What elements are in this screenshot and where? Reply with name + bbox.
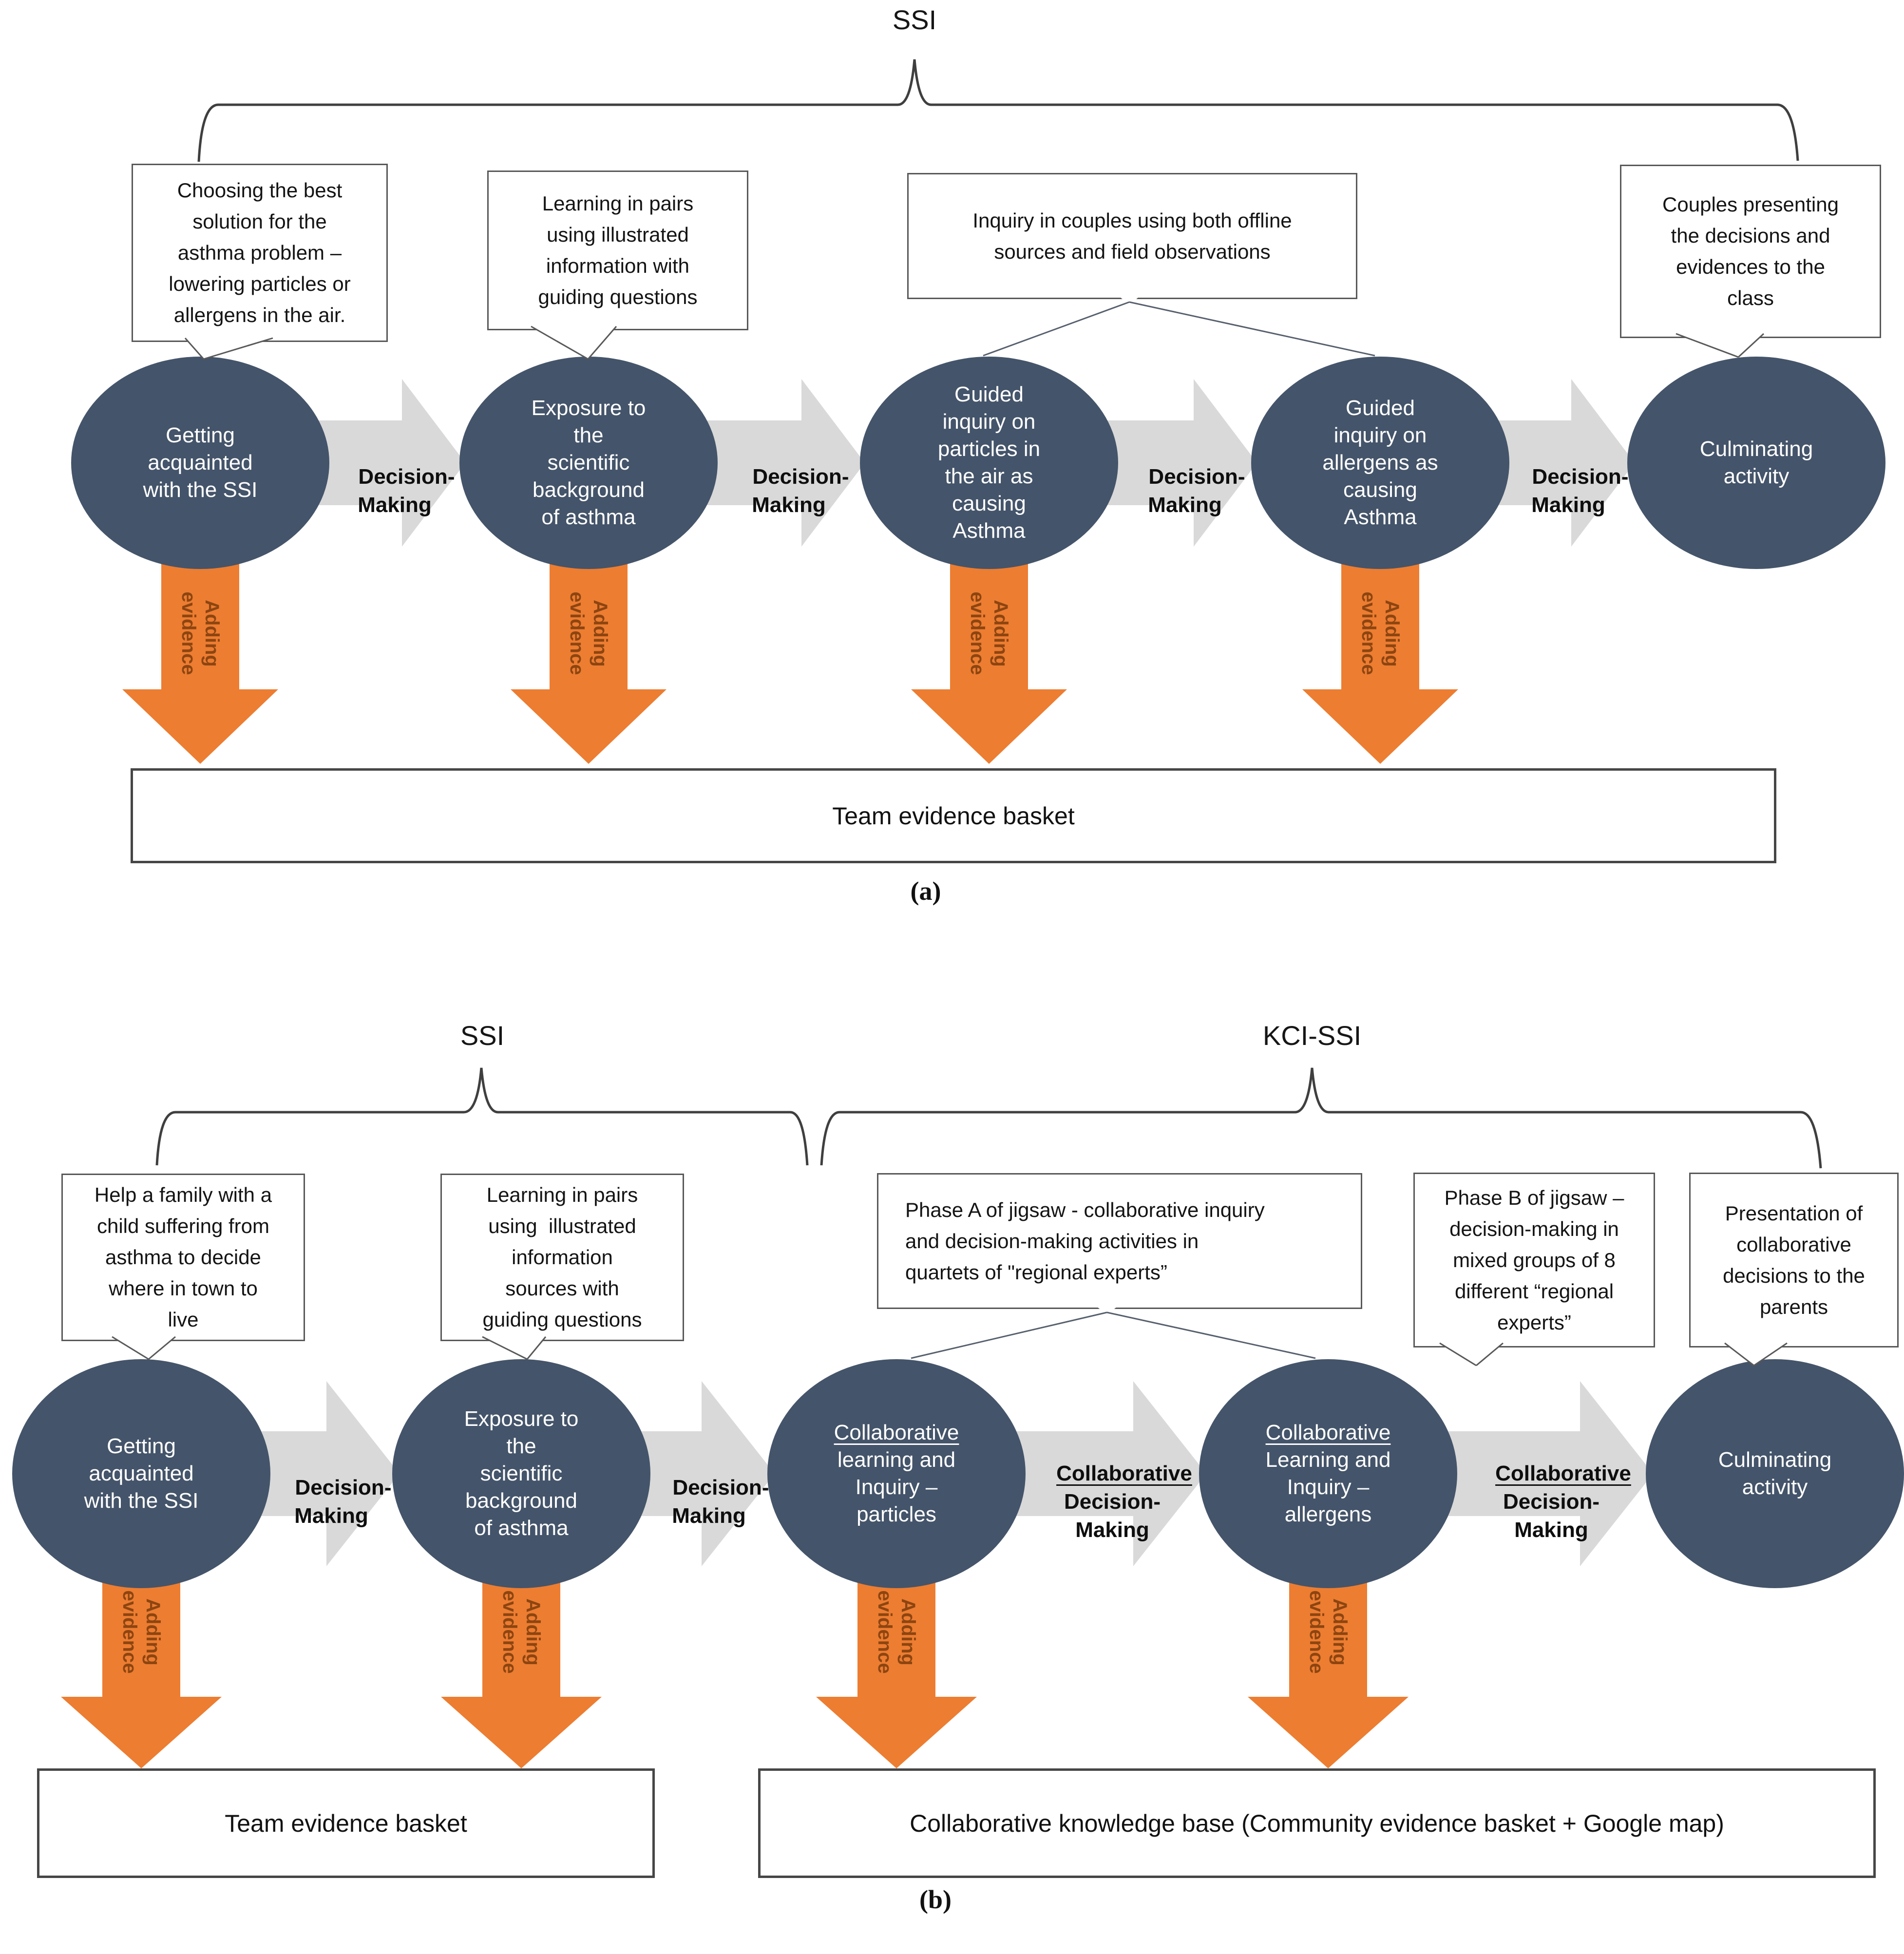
decision-label-b4-text: Decision- Making	[1503, 1490, 1600, 1542]
callout-a2: Learning in pairs using illustrated info…	[487, 171, 748, 330]
callout-b1: Help a family with a child suffering fro…	[61, 1174, 305, 1341]
circle-a3-guided-inquiry-particles: Guided inquiry on particles in the air a…	[860, 357, 1118, 569]
caption-b: (b)	[919, 1885, 952, 1914]
callout-b2-text: Learning in pairs using illustrated info…	[482, 1183, 642, 1331]
circle-b5-culminating: Culminating activity	[1646, 1359, 1904, 1588]
decision-label-b3-underline: Collaborative	[1056, 1461, 1192, 1485]
team-evidence-basket-b: Team evidence basket	[37, 1768, 655, 1878]
decision-label-a2: Decision- Making	[716, 435, 862, 519]
circle-a4-guided-inquiry-allergens: Guided inquiry on allergens as causing A…	[1251, 357, 1509, 569]
callout-a4-text: Couples presenting the decisions and evi…	[1662, 193, 1839, 309]
callout-a1-text: Choosing the best solution for the asthm…	[169, 179, 351, 326]
adding-evidence-label-a1: Adding evidence	[178, 591, 223, 675]
decision-label-b4: Collaborative Decision- Making	[1459, 1431, 1644, 1544]
circle-b4-text: Learning and Inquiry – allergens	[1265, 1448, 1391, 1526]
callout-a1: Choosing the best solution for the asthm…	[132, 164, 388, 342]
decision-label-a3: Decision- Making	[1112, 435, 1258, 519]
circle-b5-text: Culminating activity	[1718, 1448, 1832, 1499]
circle-a2-text: Exposure to the scientific background of…	[531, 396, 646, 529]
decision-label-b4-underline: Collaborative	[1495, 1461, 1631, 1485]
decision-label-a4-text: Decision- Making	[1531, 465, 1629, 517]
callout-a3-text: Inquiry in couples using both offline so…	[972, 209, 1292, 263]
circle-a2-exposure: Exposure to the scientific background of…	[459, 357, 718, 569]
adding-evidence-label-b1: Adding evidence	[119, 1590, 164, 1674]
callout-a3: Inquiry in couples using both offline so…	[907, 173, 1357, 299]
circle-b1-text: Getting acquainted with the SSI	[84, 1434, 199, 1513]
adding-evidence-label-b2: Adding evidence	[499, 1590, 544, 1674]
callout-fork-a3	[983, 294, 1375, 357]
decision-label-a1: Decision- Making	[322, 435, 468, 519]
circle-a1-getting-acquainted: Getting acquainted with the SSI	[71, 357, 329, 569]
callout-b4-phase-b: Phase B of jigsaw – decision-making in m…	[1413, 1173, 1655, 1347]
adding-evidence-label-a2: Adding evidence	[566, 591, 611, 675]
decision-label-a2-text: Decision- Making	[752, 465, 849, 517]
decision-label-b3-text: Decision- Making	[1064, 1490, 1161, 1542]
caption-a: (a)	[910, 876, 941, 906]
circle-b1-getting-acquainted: Getting acquainted with the SSI	[12, 1359, 270, 1588]
adding-evidence-label-b3: Adding evidence	[874, 1590, 919, 1674]
circle-b3-underline: Collaborative	[834, 1421, 959, 1444]
collaborative-knowledge-base-b: Collaborative knowledge base (Community …	[758, 1768, 1876, 1878]
decision-label-b2: Decision- Making	[636, 1445, 782, 1530]
adding-evidence-label-a4: Adding evidence	[1358, 591, 1403, 675]
circle-a5-text: Culminating activity	[1699, 437, 1813, 488]
callout-b2: Learning in pairs using illustrated info…	[440, 1174, 684, 1341]
callout-b3-phase-a: Phase A of jigsaw - collaborative inquir…	[877, 1173, 1362, 1309]
circle-b2-text: Exposure to the scientific background of…	[464, 1407, 579, 1540]
callout-b3-text: Phase A of jigsaw - collaborative inquir…	[905, 1198, 1265, 1284]
circle-b3-collaborative-particles: Collaborative learning and Inquiry – par…	[767, 1359, 1026, 1588]
decision-label-b2-text: Decision- Making	[672, 1476, 769, 1528]
circle-a4-text: Guided inquiry on allergens as causing A…	[1322, 396, 1438, 529]
decision-label-a4: Decision- Making	[1495, 435, 1641, 519]
callout-b1-text: Help a family with a child suffering fro…	[94, 1183, 272, 1331]
callout-a4: Couples presenting the decisions and evi…	[1620, 165, 1881, 338]
circle-b4-underline: Collaborative	[1265, 1421, 1391, 1444]
circle-a1-text: Getting acquainted with the SSI	[143, 423, 258, 502]
ssi-title-b: SSI	[460, 1020, 505, 1051]
callout-tail-a2	[531, 325, 617, 360]
circle-b3-text: learning and Inquiry – particles	[837, 1448, 956, 1526]
adding-evidence-arrow-icons-a	[122, 550, 1458, 764]
callout-a2-text: Learning in pairs using illustrated info…	[538, 192, 698, 308]
adding-evidence-arrow-icons-b	[61, 1554, 1409, 1768]
ssi-brace-a	[197, 59, 1799, 162]
circle-a3-text: Guided inquiry on particles in the air a…	[937, 382, 1041, 543]
decision-label-b3: Collaborative Decision- Making	[1020, 1431, 1205, 1544]
decision-label-a1-text: Decision- Making	[358, 465, 455, 517]
callout-b5-presentation: Presentation of collaborative decisions …	[1689, 1173, 1899, 1347]
circle-b4-collaborative-allergens: Collaborative Learning and Inquiry – all…	[1199, 1359, 1457, 1588]
team-evidence-basket-a: Team evidence basket	[131, 768, 1776, 863]
kci-ssi-brace-b	[820, 1067, 1822, 1169]
ssi-title-a: SSI	[892, 4, 937, 35]
decision-label-b1-text: Decision- Making	[294, 1476, 392, 1528]
circle-a5-culminating: Culminating activity	[1627, 357, 1885, 569]
adding-evidence-label-b4: Adding evidence	[1306, 1590, 1351, 1674]
callout-b4-text: Phase B of jigsaw – decision-making in m…	[1444, 1186, 1624, 1334]
adding-evidence-label-a3: Adding evidence	[967, 591, 1011, 675]
circle-b2-exposure: Exposure to the scientific background of…	[392, 1359, 650, 1588]
decision-label-b1: Decision- Making	[258, 1445, 404, 1530]
callout-b5-text: Presentation of collaborative decisions …	[1723, 1201, 1865, 1318]
decision-label-a3-text: Decision- Making	[1148, 465, 1245, 517]
callout-fork-b3	[911, 1305, 1316, 1359]
kci-ssi-title-b: KCI-SSI	[1262, 1020, 1362, 1051]
ssi-brace-b	[155, 1067, 809, 1166]
